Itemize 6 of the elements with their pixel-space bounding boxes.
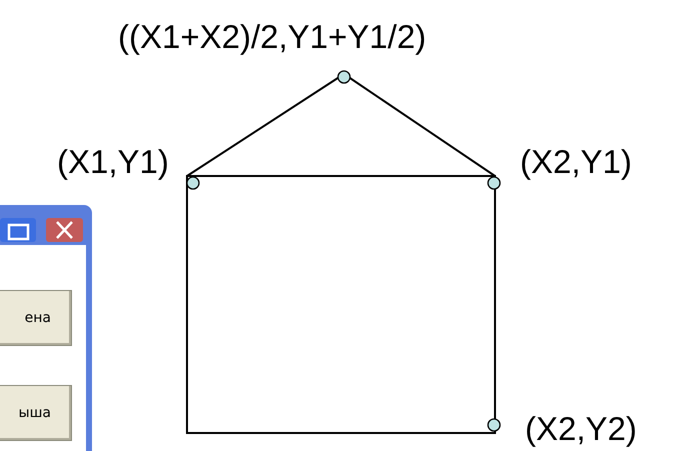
coordinate-label: (X1,Y1) (57, 145, 169, 178)
coordinate-label: (X2,Y2) (525, 412, 637, 445)
coordinate-label: ((X1+X2)/2,Y1+Y1/2) (118, 20, 426, 53)
coordinate-label: (X2,Y1) (520, 145, 632, 178)
window-button: ыша (0, 385, 72, 441)
window-button: ена (0, 290, 72, 346)
